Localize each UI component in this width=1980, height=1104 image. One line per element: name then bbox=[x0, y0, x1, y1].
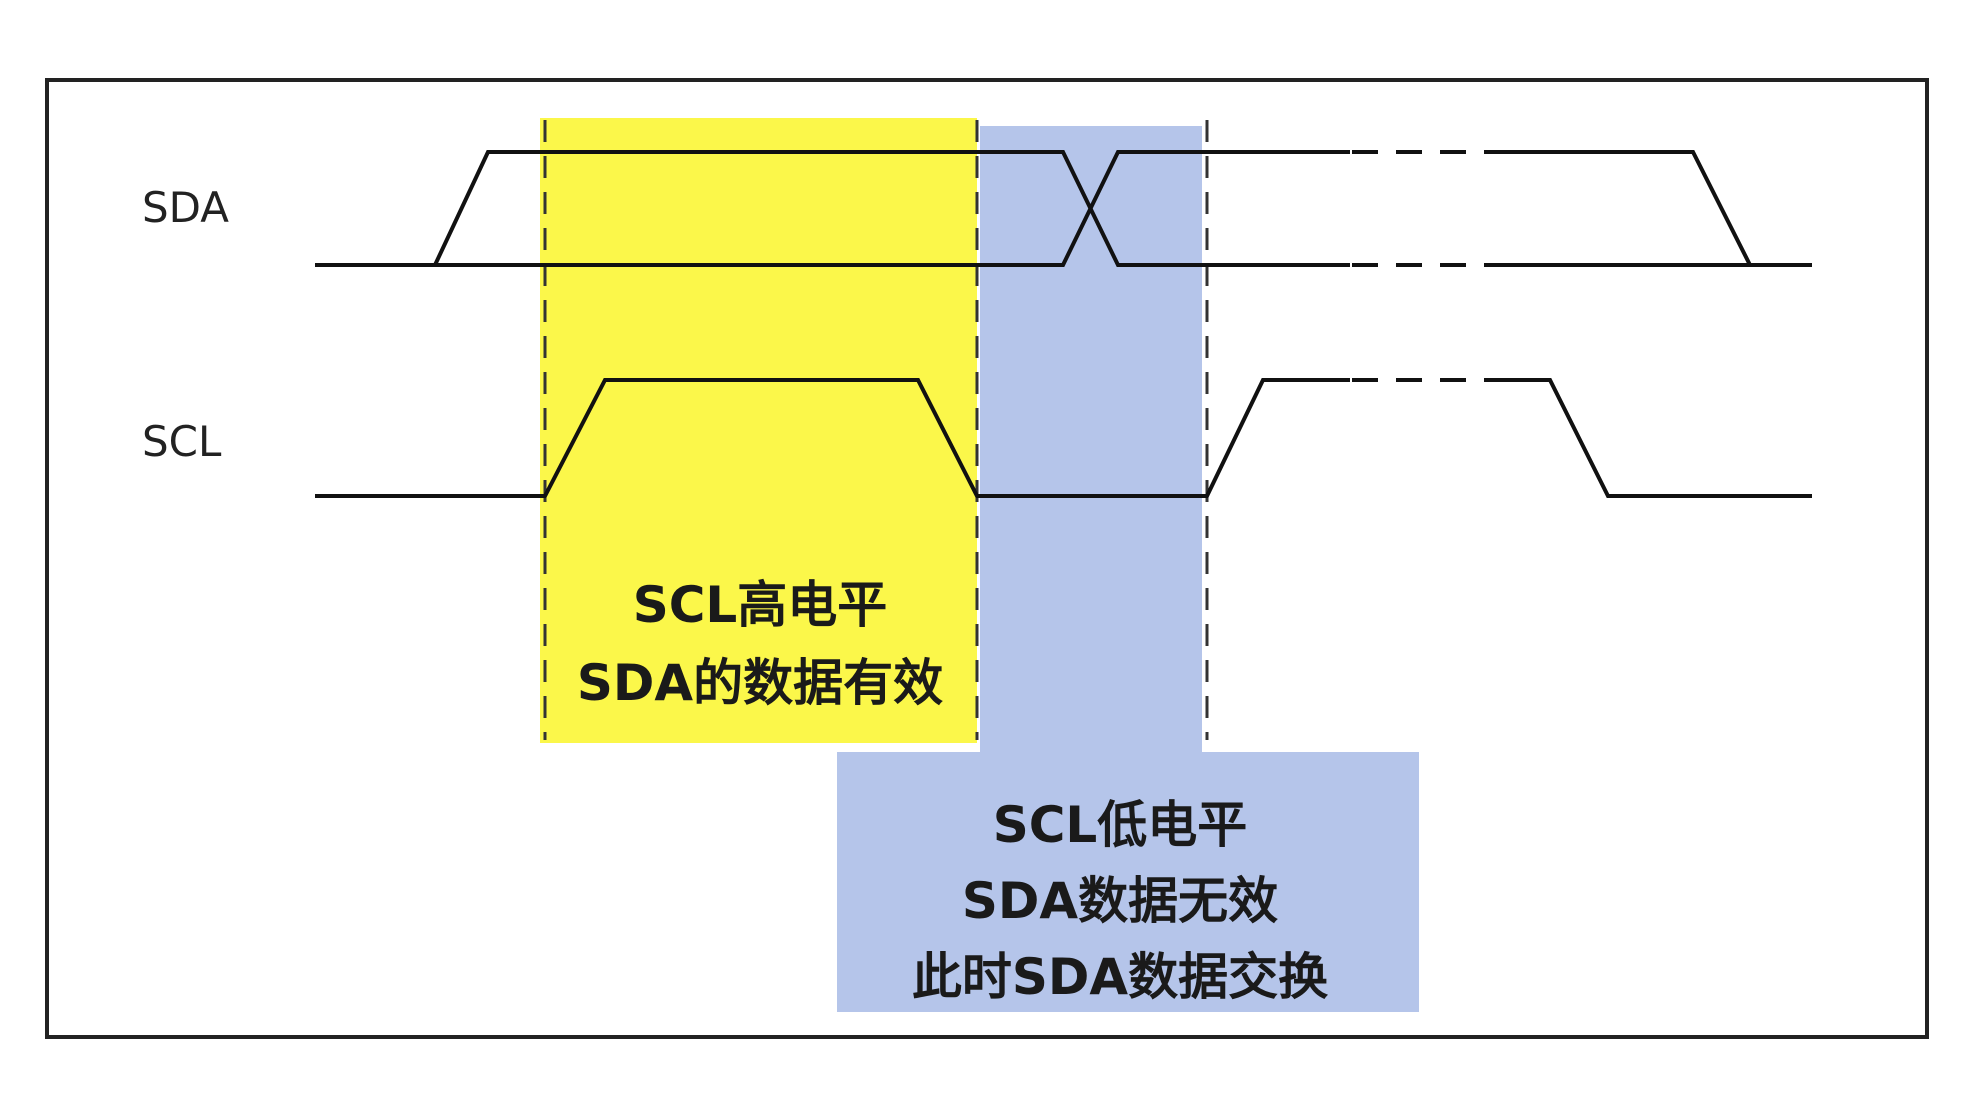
sda-wave-high bbox=[435, 150, 1350, 267]
scl-low-note-box bbox=[837, 752, 1419, 1012]
scl-low-region-column bbox=[980, 126, 1202, 756]
scl-wave-tail bbox=[1490, 378, 1812, 498]
note-scl-high: SCL高电平 bbox=[633, 576, 888, 634]
scl-label: SCL bbox=[142, 417, 222, 466]
note-sda-invalid: SDA数据无效 bbox=[962, 872, 1278, 930]
note-sda-valid: SDA的数据有效 bbox=[577, 654, 943, 712]
scl-high-region bbox=[540, 118, 977, 743]
note-scl-low: SCL低电平 bbox=[993, 796, 1248, 854]
sda-label: SDA bbox=[142, 183, 229, 232]
scl-wave-pulse bbox=[315, 378, 1350, 498]
sda-wave-low bbox=[315, 150, 1350, 267]
sda-wave-tail-high bbox=[1490, 150, 1812, 267]
note-sda-exchange: 此时SDA数据交换 bbox=[912, 948, 1328, 1006]
